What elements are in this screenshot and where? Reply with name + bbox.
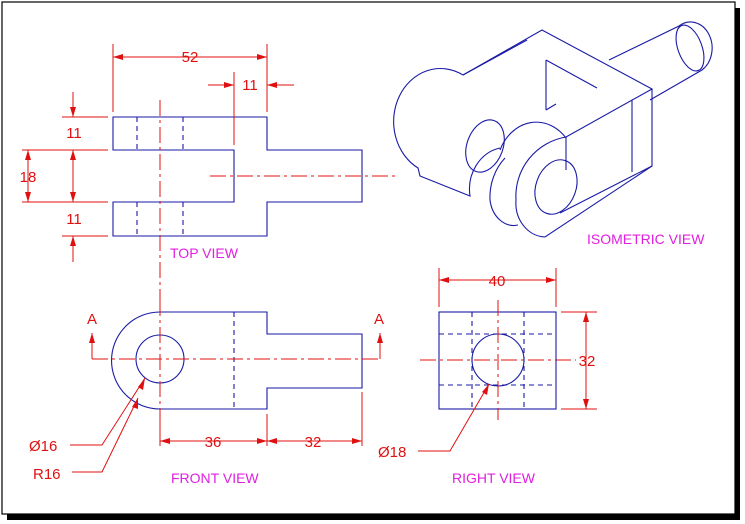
front-view-label: FRONT VIEW [171, 470, 259, 486]
dim-radius-16: R16 [33, 466, 61, 483]
isometric-view: ISOMETRIC VIEW [393, 21, 713, 247]
dim-40: 40 [489, 273, 506, 290]
dim-18: 18 [20, 169, 37, 186]
dim-11-upper: 11 [66, 125, 82, 142]
isometric-view-label: ISOMETRIC VIEW [587, 231, 705, 247]
right-view: 40 32 Ø18 RIGHT VIEW [378, 268, 597, 486]
dim-diameter-18: Ø18 [378, 444, 406, 461]
dim-11-offset: 11 [242, 77, 258, 94]
dim-52: 52 [182, 49, 199, 66]
section-mark-left: A [87, 311, 97, 328]
top-view-label: TOP VIEW [170, 245, 239, 261]
sheet-border [1, 1, 736, 515]
dim-diameter-16: Ø16 [29, 438, 57, 455]
front-view: A A 36 32 Ø16 R16 FRONT VIEW [29, 300, 384, 486]
dim-11-lower: 11 [66, 211, 82, 228]
section-mark-right: A [374, 311, 384, 328]
top-view: 52 11 11 18 11 11 TOP VIEW [20, 44, 396, 300]
dim-36: 36 [205, 434, 222, 451]
dim-32: 32 [305, 434, 322, 451]
right-view-label: RIGHT VIEW [452, 470, 536, 486]
dim-32-right: 32 [579, 353, 596, 370]
